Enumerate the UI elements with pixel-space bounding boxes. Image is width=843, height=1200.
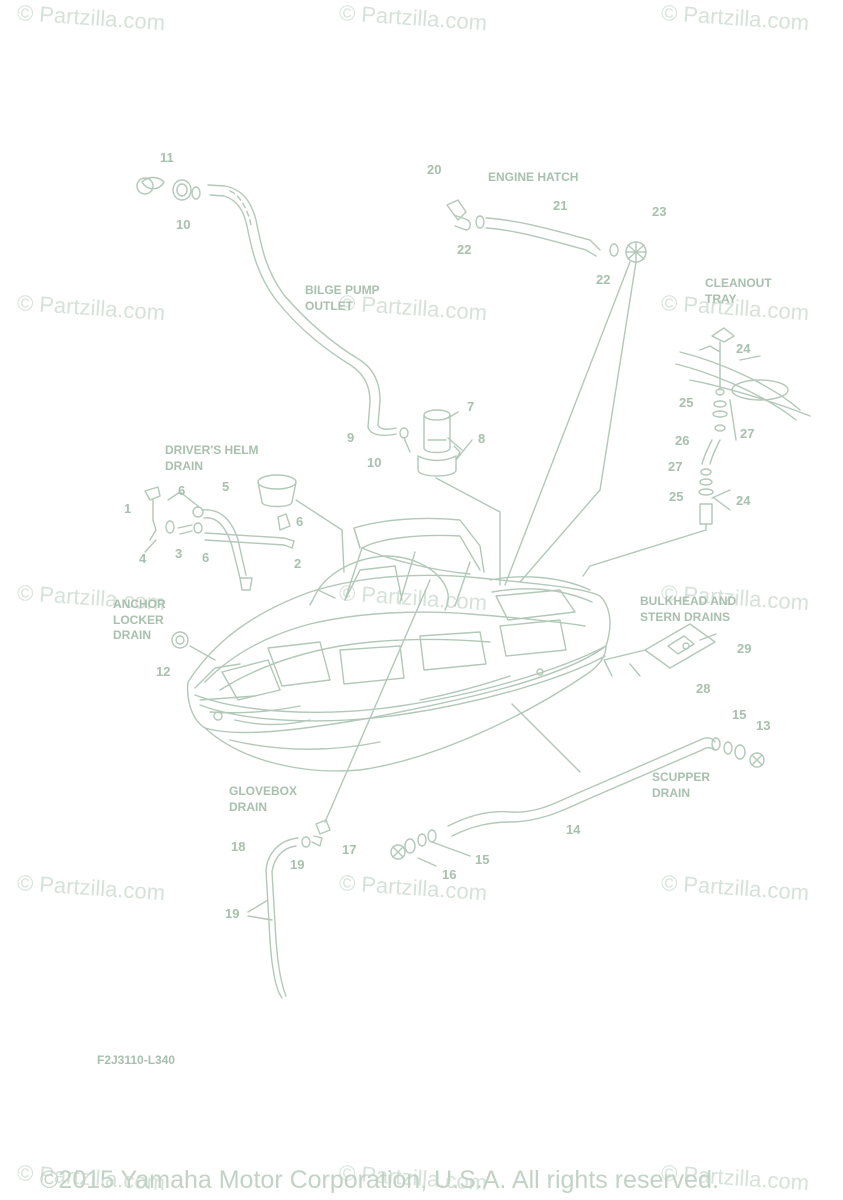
engine-hatch-drain	[446, 199, 647, 586]
part-number: 7	[467, 399, 475, 414]
bulkhead-drain	[603, 623, 717, 677]
bilge-leader	[403, 437, 411, 453]
part-number: 6	[178, 483, 186, 498]
part-number: 15	[732, 707, 747, 722]
part-number: 22	[596, 272, 611, 287]
part-number: 6	[202, 550, 210, 565]
part-number: 18	[231, 839, 246, 854]
label-bulkhead-stern-drains: BULKHEAD AND STERN DRAINS	[640, 594, 737, 624]
part-number: 1	[124, 501, 132, 516]
label-cleanout-tray: CLEANOUT TRAY	[705, 276, 772, 306]
part-number: 22	[457, 242, 472, 257]
part-number: 23	[652, 204, 667, 219]
part-number: 14	[566, 822, 581, 837]
part-number: 24	[736, 341, 751, 356]
part-number: 25	[679, 395, 694, 410]
part-number: 5	[222, 479, 230, 494]
part-number: 15	[475, 852, 490, 867]
part-number: 28	[696, 681, 711, 696]
part-number: 10	[176, 217, 191, 232]
part-number: 19	[290, 857, 305, 872]
part-number: 10	[367, 455, 382, 470]
boat-hull	[186, 517, 611, 772]
cleanout-tray	[582, 327, 811, 577]
part-number: 27	[668, 459, 683, 474]
copyright-notice: ©2015 Yamaha Motor Corporation, U.S.A. A…	[40, 1166, 719, 1194]
part-number: 12	[156, 664, 171, 679]
anchor-drain	[171, 631, 216, 661]
label-scupper-drain: SCUPPER DRAIN	[652, 770, 711, 800]
part-number: 25	[669, 489, 684, 504]
part-number: 20	[427, 162, 442, 177]
part-number: 16	[442, 867, 457, 882]
part-number: 4	[139, 551, 147, 566]
part-number: 13	[756, 718, 771, 733]
part-number: 21	[553, 198, 568, 213]
part-number: 24	[736, 493, 751, 508]
part-number: 27	[740, 426, 755, 441]
bilge-hose	[136, 176, 409, 439]
part-number: 3	[175, 546, 183, 561]
label-glovebox-drain: GLOVEBOX DRAIN	[229, 784, 298, 814]
part-number: 8	[478, 431, 486, 446]
part-number: 26	[675, 433, 690, 448]
diagram-code: F2J3110-L340	[97, 1053, 176, 1067]
bilge-pump	[417, 409, 501, 586]
label-engine-hatch: ENGINE HATCH	[488, 170, 579, 184]
part-number: 19	[225, 906, 240, 921]
part-number: 9	[347, 430, 355, 445]
part-number: 6	[296, 514, 304, 529]
label-drivers-helm-drain: DRIVER'S HELM DRAIN	[165, 443, 259, 473]
part-number: 17	[342, 842, 357, 857]
label-anchor-locker-drain: ANCHOR LOCKER DRAIN	[113, 597, 166, 643]
part-number: 2	[294, 556, 302, 571]
helm-drain	[144, 474, 345, 591]
part-number: 11	[160, 150, 174, 165]
glovebox-drain	[247, 579, 431, 999]
scupper-drain	[390, 703, 765, 867]
label-bilge-pump-outlet: BILGE PUMP OUTLET	[305, 283, 380, 313]
part-number: 29	[737, 641, 752, 656]
